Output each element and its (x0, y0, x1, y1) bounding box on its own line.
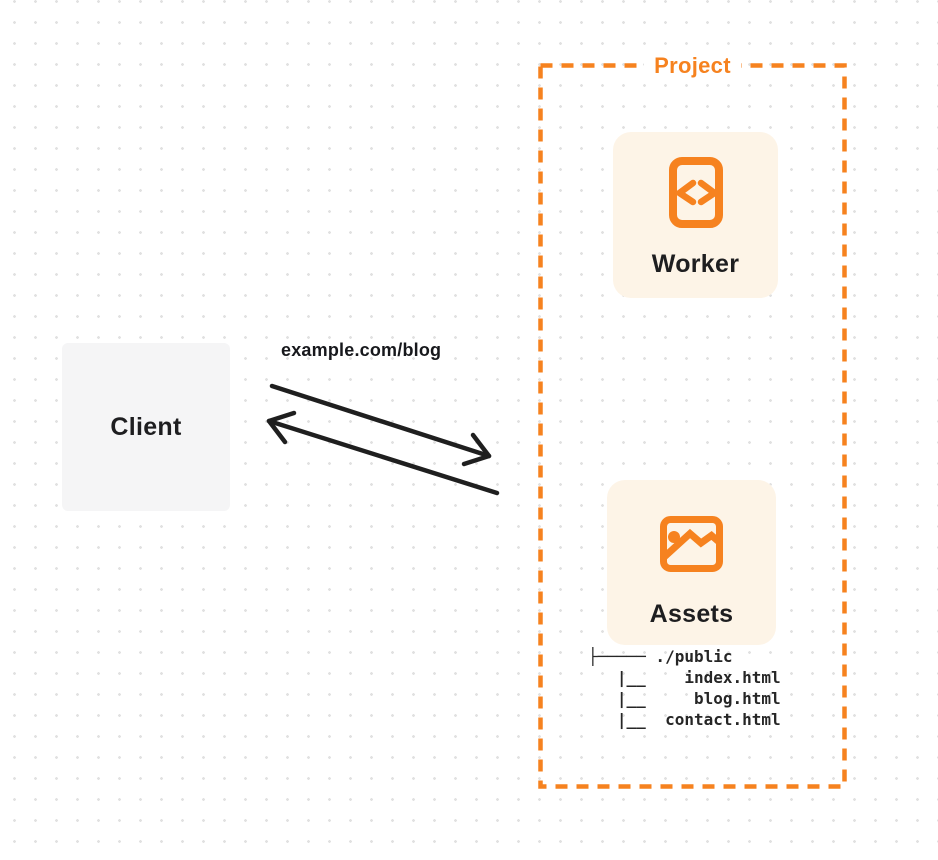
client-node: Client (62, 343, 230, 511)
client-label: Client (110, 412, 182, 441)
worker-label: Worker (651, 250, 740, 278)
project-label: Project (644, 53, 741, 79)
response-arrow (266, 410, 500, 496)
arrowhead-right-icon (461, 432, 492, 467)
project-group-header: Project (540, 53, 845, 79)
assets-label: Assets (649, 600, 734, 628)
request-arrow (269, 383, 492, 467)
arrowhead-left-icon (266, 410, 297, 445)
image-icon (660, 516, 723, 572)
code-document-icon (668, 157, 723, 228)
worker-node: Worker (613, 132, 778, 298)
assets-file-tree: ├───── ./public |__ index.html |__ blog.… (588, 647, 781, 729)
request-url-label: example.com/blog (281, 340, 442, 360)
assets-node: Assets (607, 480, 776, 645)
